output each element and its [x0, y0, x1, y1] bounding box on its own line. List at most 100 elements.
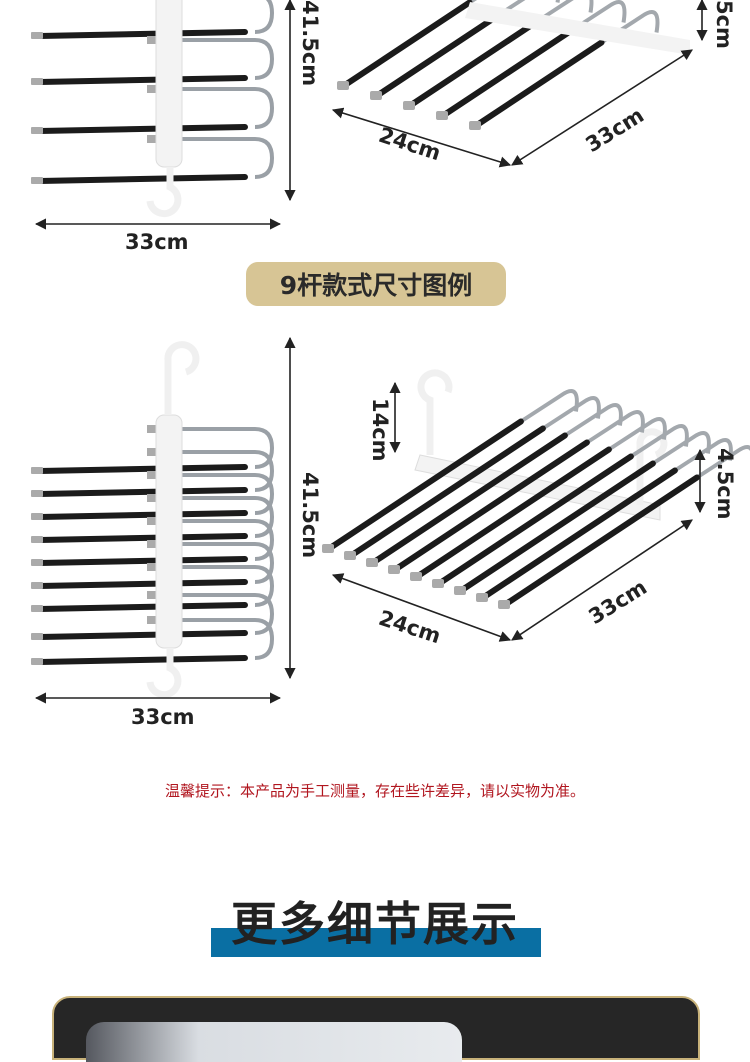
rod-cap — [147, 591, 157, 599]
rod-cap — [31, 559, 43, 566]
rod-cap — [410, 572, 422, 581]
rod-cap — [31, 127, 43, 134]
rod — [37, 75, 248, 85]
steel-loop — [150, 496, 275, 538]
rod — [37, 29, 248, 39]
rod-cap — [147, 563, 157, 571]
heading-underline-bar — [211, 928, 541, 957]
height-label-top: 41.5cm — [298, 0, 322, 87]
width-label-top: 33cm — [125, 230, 189, 254]
rod-cap — [147, 471, 157, 479]
rod-cap — [31, 582, 43, 589]
rod-cap — [31, 467, 43, 474]
rod-cap — [31, 605, 43, 612]
rod-cap — [469, 121, 481, 130]
steel-loop — [150, 618, 275, 660]
rod — [37, 655, 248, 665]
rod-cap — [322, 544, 334, 553]
rod — [37, 487, 248, 497]
rod-cap — [147, 540, 157, 548]
rod-cap — [147, 425, 157, 433]
rod — [37, 556, 248, 566]
rod — [37, 602, 248, 612]
rod-cap — [147, 517, 157, 525]
rod-cap — [436, 111, 448, 120]
hook-label-9rod: 14cm — [368, 398, 392, 462]
depth-dimension — [331, 573, 512, 642]
rod-cap — [498, 600, 510, 609]
height-label-9rod: 41.5cm — [298, 472, 322, 559]
steel-loop — [534, 0, 594, 25]
rod — [37, 174, 248, 184]
steel-loop — [150, 450, 275, 492]
rod-cap — [31, 536, 43, 543]
steel-loop — [150, 565, 275, 607]
rod — [393, 439, 590, 572]
rod-cap — [147, 448, 157, 456]
rod — [375, 9, 506, 98]
rod-cap — [31, 78, 43, 85]
rod-cap — [344, 551, 356, 560]
top-hook — [417, 369, 453, 455]
rod-cap — [432, 579, 444, 588]
steel-loop — [150, 519, 275, 561]
hanger-body — [465, 2, 690, 55]
rod-cap — [403, 101, 415, 110]
rod — [349, 425, 546, 558]
steel-loop — [254, 0, 275, 34]
measurement-note: 温馨提示：本产品为手工测量，存在些许差异，请以实物为准。 — [164, 782, 585, 800]
rod-cap — [147, 36, 157, 44]
rod — [37, 124, 248, 134]
rod-cap — [454, 586, 466, 595]
title-pill: 9杆款式尺寸图例 — [246, 262, 506, 306]
rod-cap — [31, 490, 43, 497]
detail-image — [86, 1022, 462, 1062]
rod-cap — [147, 85, 157, 93]
top-hook — [164, 341, 200, 415]
rod-cap — [337, 81, 349, 90]
rod — [37, 510, 248, 520]
rod — [327, 418, 524, 551]
steel-loop — [150, 38, 275, 80]
rod-cap — [31, 32, 43, 39]
rod-cap — [388, 565, 400, 574]
spacing-label-9rod: 4.5cm — [713, 448, 737, 520]
rod-cap — [147, 616, 157, 624]
details-panel — [52, 996, 700, 1062]
rod — [37, 579, 248, 589]
rod-cap — [31, 177, 43, 184]
steel-loop — [150, 137, 275, 179]
steel-loop — [150, 473, 275, 515]
steel-loop — [150, 87, 275, 129]
depth-dimension — [331, 107, 512, 168]
rod-cap — [147, 494, 157, 502]
rod-cap — [476, 593, 488, 602]
steel-loop — [150, 427, 275, 469]
bottom-hook — [146, 167, 182, 218]
spacing-label-top: 5cm — [712, 0, 736, 49]
steel-loop — [150, 542, 275, 584]
rod-cap — [366, 558, 378, 567]
bottom-hook — [146, 648, 182, 699]
rod — [441, 29, 572, 118]
steel-loop — [519, 389, 579, 424]
rod — [371, 432, 568, 565]
rod — [37, 464, 248, 474]
rod — [408, 19, 539, 108]
rod-cap — [31, 658, 43, 665]
rod-cap — [31, 513, 43, 520]
details-heading: 更多细节展示 — [231, 897, 519, 951]
steel-loop — [567, 0, 627, 35]
hanger-spine — [155, 0, 183, 168]
length-dimension — [511, 49, 693, 166]
rod — [37, 630, 248, 640]
width-label-9rod: 33cm — [131, 705, 195, 729]
rod-cap — [370, 91, 382, 100]
steel-loop — [150, 593, 275, 635]
hanger-illustrations — [31, 0, 750, 704]
end-hook — [636, 428, 668, 505]
rod — [415, 446, 612, 579]
rod — [37, 533, 248, 543]
rod — [342, 0, 473, 88]
rod-cap — [31, 633, 43, 640]
